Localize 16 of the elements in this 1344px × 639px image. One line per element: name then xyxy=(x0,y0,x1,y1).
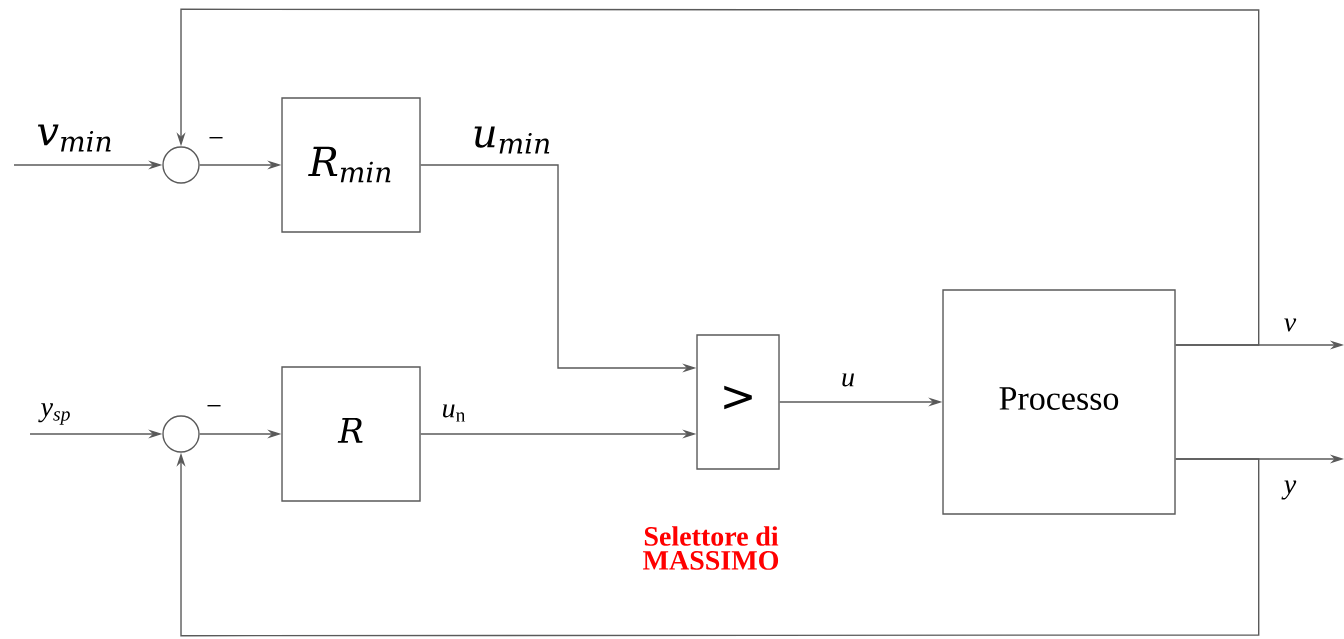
summing-junction xyxy=(162,415,200,453)
controller-box: R$_{min}$ xyxy=(281,97,421,233)
signal-label: u$_{n}$ xyxy=(439,402,469,424)
signal-label: u$_{min}$ xyxy=(469,124,555,156)
node-label: Selettore di MASSIMO xyxy=(643,526,779,570)
minus-sign: − xyxy=(209,137,223,139)
controller-box: R xyxy=(281,366,421,502)
signal-label: y$_{sp}$ xyxy=(38,401,74,427)
signal-label: u xyxy=(839,371,857,389)
signal-label: y xyxy=(1281,478,1299,502)
selector-box: > xyxy=(696,334,780,470)
minus-sign: − xyxy=(207,405,221,407)
signal-label: v xyxy=(1281,316,1299,334)
summing-junction xyxy=(162,146,200,184)
process-box: Processo xyxy=(942,289,1176,515)
signal-label: v$_{min}$ xyxy=(34,122,116,154)
